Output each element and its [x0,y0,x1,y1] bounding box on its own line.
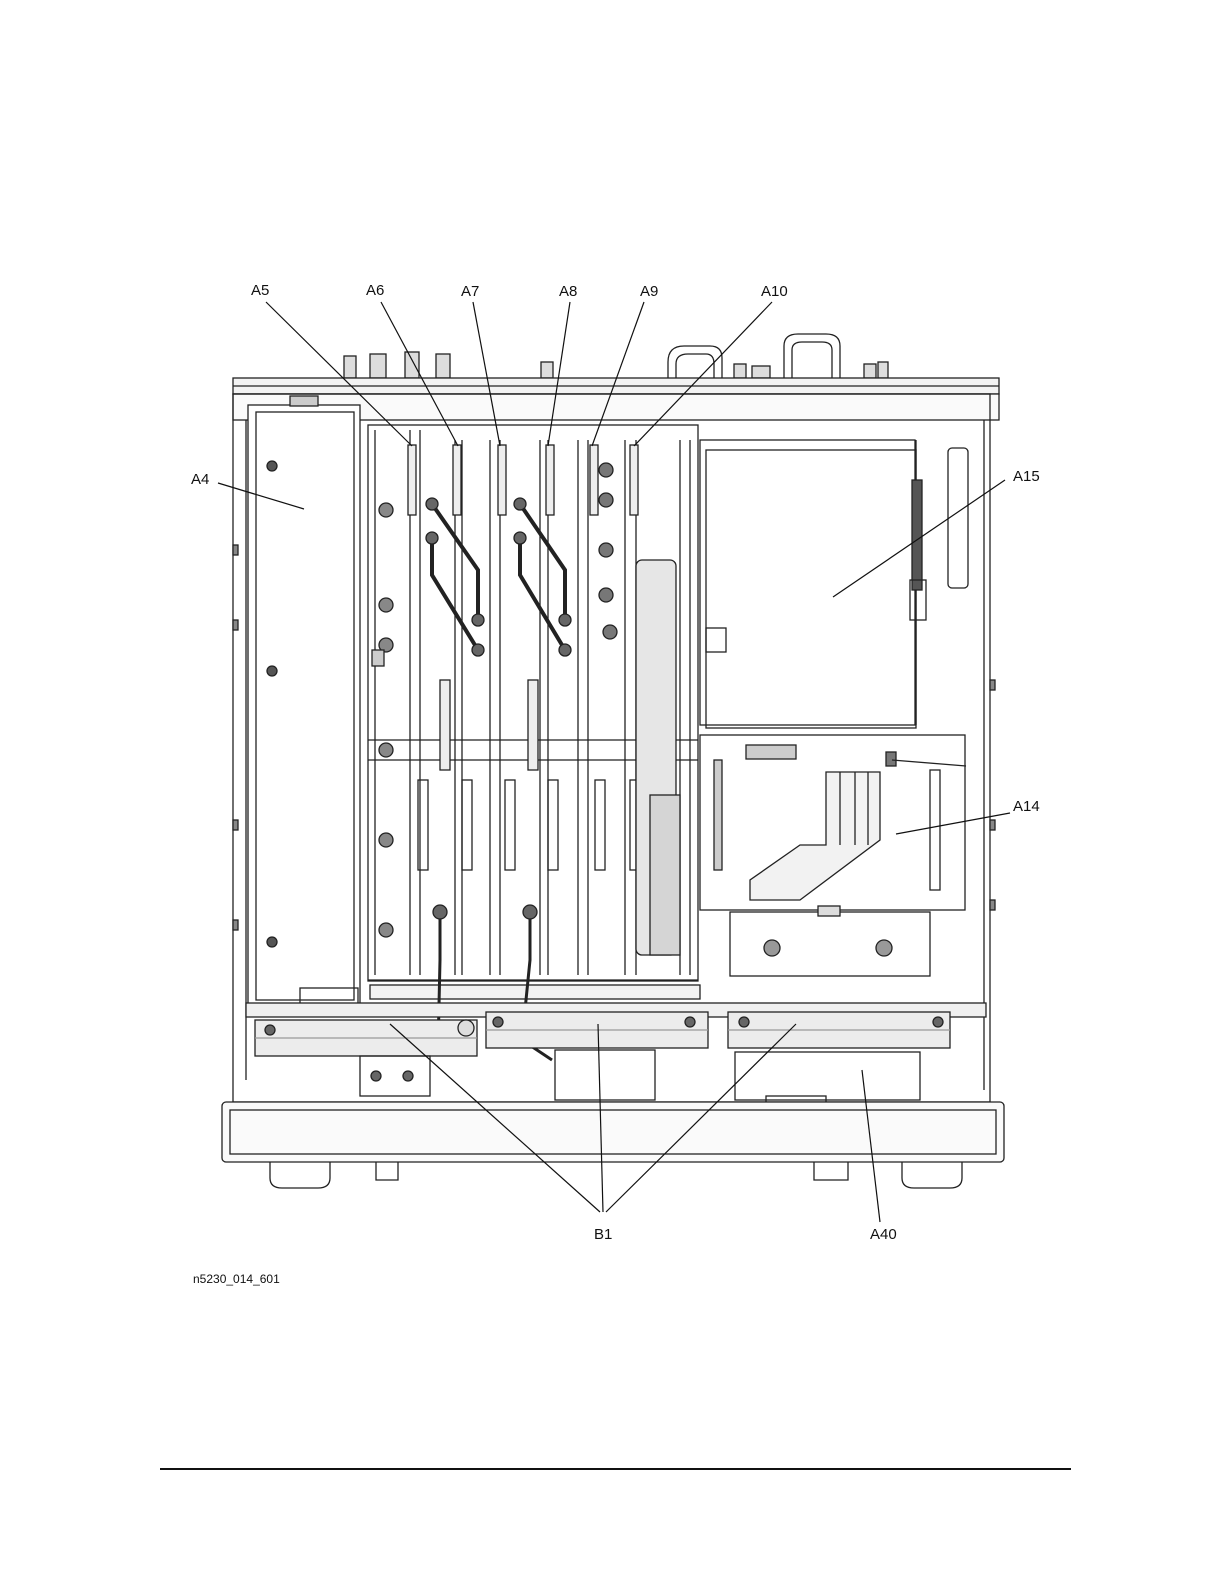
callout-a7: A7 [461,283,479,300]
figure-id: n5230_014_601 [193,1272,280,1286]
footer-rule [160,1468,1071,1470]
callout-a8: A8 [559,283,577,300]
leader-a10 [634,302,772,446]
callout-a14: A14 [1013,798,1040,815]
callout-a4: A4 [191,471,209,488]
callout-a10: A10 [761,283,788,300]
callout-b1: B1 [594,1226,612,1243]
callout-a15: A15 [1013,468,1040,485]
callout-a6: A6 [366,282,384,299]
callout-a40: A40 [870,1226,897,1243]
instrument-chassis [222,334,1004,1188]
callout-a5: A5 [251,282,269,299]
callout-a9: A9 [640,283,658,300]
